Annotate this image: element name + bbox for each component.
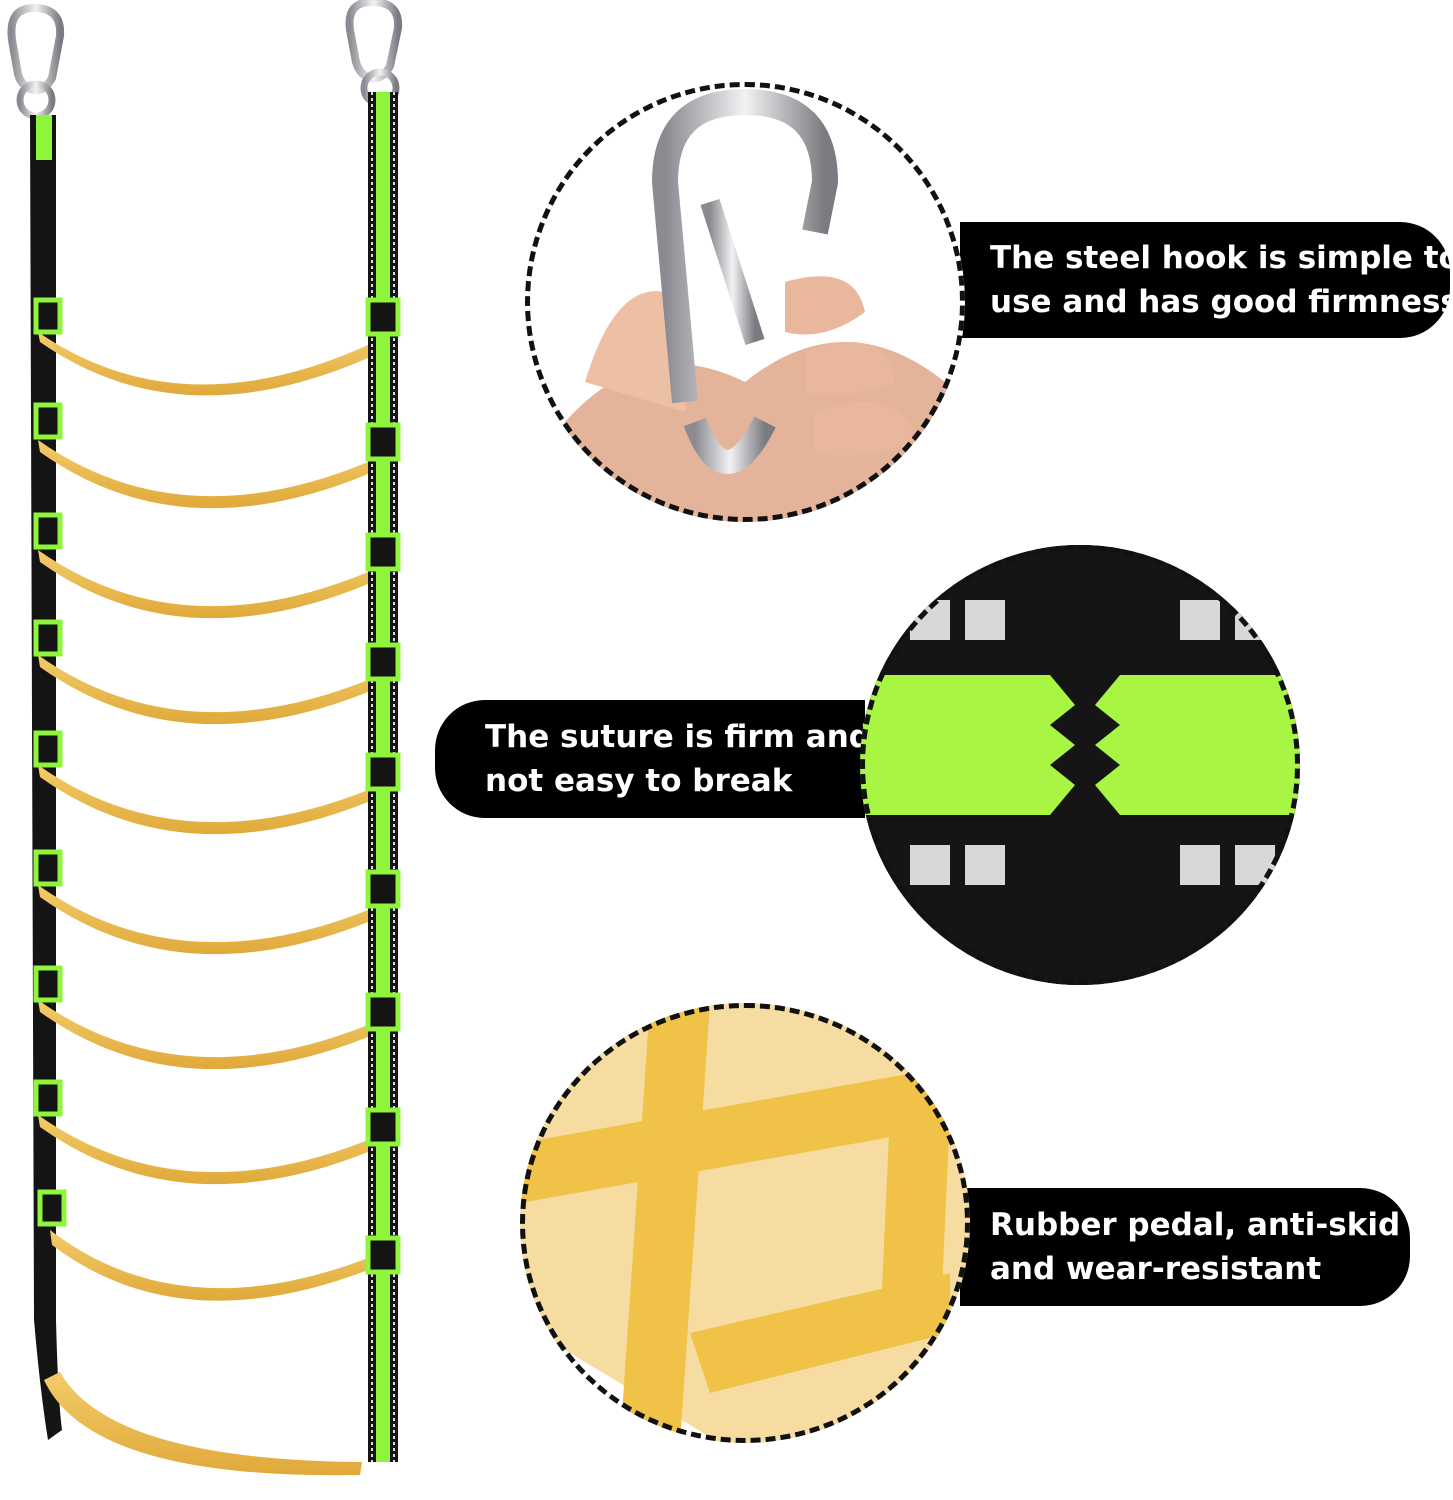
left-carabiner-icon (7, 3, 65, 120)
feature-callout-pedal: Rubber pedal, anti-skid and wear-resista… (960, 1188, 1410, 1306)
feature-hook-line1: The steel hook is simple to (990, 240, 1453, 276)
rubber-pedal-icon (520, 1003, 970, 1443)
woven-strap-icon (860, 545, 1300, 985)
feature-suture-line2: not easy to break (485, 763, 793, 799)
feature-callout-hook: The steel hook is simple to use and has … (960, 222, 1453, 338)
right-carabiner-icon (345, 0, 403, 108)
carabiner-hook-icon (525, 82, 965, 522)
feature-callout-suture: The suture is firm and not easy to break (435, 700, 871, 818)
feature-suture-line1: The suture is firm and (485, 719, 871, 755)
feature-hook-line2: use and has good firmness (990, 284, 1453, 320)
feature-pedal-line1: Rubber pedal, anti-skid (990, 1207, 1401, 1243)
ladder-rungs (38, 332, 368, 1476)
ladder-product-image (7, 0, 403, 1476)
feature-pedal-line2: and wear-resistant (990, 1251, 1322, 1287)
